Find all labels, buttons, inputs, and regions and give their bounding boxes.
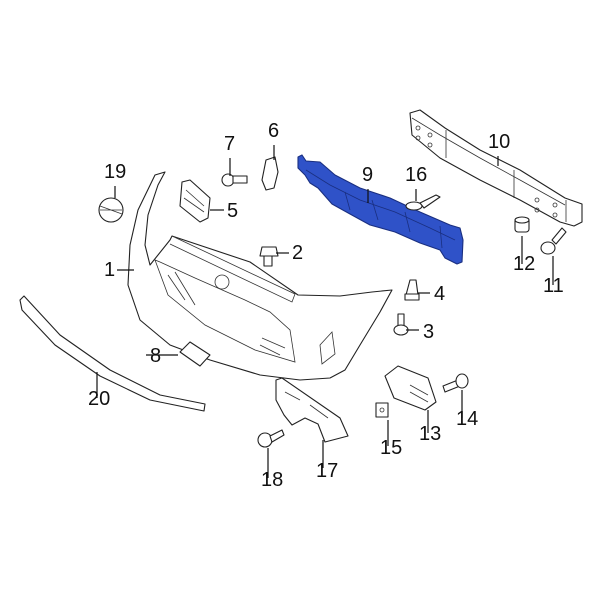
part-13-bracket[interactable] xyxy=(384,365,437,411)
callout-15[interactable]: 15 xyxy=(380,437,402,459)
part-8-bracket[interactable] xyxy=(179,341,211,367)
part-10-reinforcement[interactable] xyxy=(409,109,583,227)
part-12-nut[interactable] xyxy=(514,216,530,233)
part-15-clip-nut[interactable] xyxy=(375,402,389,418)
callout-6[interactable]: 6 xyxy=(268,120,279,142)
callout-14[interactable]: 14 xyxy=(456,408,478,430)
callout-7[interactable]: 7 xyxy=(224,133,235,155)
part-5-bracket[interactable] xyxy=(179,179,211,223)
part-14-bolt[interactable] xyxy=(442,373,469,393)
part-2-clip[interactable] xyxy=(259,246,279,267)
callout-18[interactable]: 18 xyxy=(261,469,283,491)
callout-5[interactable]: 5 xyxy=(227,200,238,222)
callout-1[interactable]: 1 xyxy=(104,259,115,281)
part-7-bolt[interactable] xyxy=(221,173,248,187)
part-20-lower-spoiler[interactable] xyxy=(19,295,206,412)
callout-12[interactable]: 12 xyxy=(513,253,535,275)
part-9-energy-absorber[interactable] xyxy=(297,154,464,265)
callout-3[interactable]: 3 xyxy=(423,321,434,343)
callout-8[interactable]: 8 xyxy=(150,345,161,367)
part-19-emblem[interactable] xyxy=(98,197,124,223)
part-1-bumper-cover[interactable] xyxy=(127,171,393,381)
callout-11[interactable]: 11 xyxy=(543,275,564,297)
callout-10[interactable]: 10 xyxy=(488,131,510,153)
callout-17[interactable]: 17 xyxy=(316,460,338,482)
callout-9[interactable]: 9 xyxy=(362,164,373,186)
part-11-bolt[interactable] xyxy=(540,227,567,255)
part-4-clip[interactable] xyxy=(404,279,420,301)
callout-19[interactable]: 19 xyxy=(104,161,126,183)
part-3-bolt[interactable] xyxy=(393,313,409,336)
callout-labels: 1 2 3 4 5 6 7 8 9 10 11 12 13 14 15 16 1… xyxy=(88,120,564,491)
callout-4[interactable]: 4 xyxy=(434,283,445,305)
callout-2[interactable]: 2 xyxy=(292,242,303,264)
part-18-push-pin[interactable] xyxy=(257,429,285,448)
callout-13[interactable]: 13 xyxy=(419,423,441,445)
leader-lines xyxy=(96,145,554,478)
part-16-tow-hook[interactable] xyxy=(405,194,441,211)
part-6-bracket[interactable] xyxy=(261,156,279,191)
part-17-undercover[interactable] xyxy=(275,377,349,443)
callout-20[interactable]: 20 xyxy=(88,388,110,410)
callout-16[interactable]: 16 xyxy=(405,164,427,186)
